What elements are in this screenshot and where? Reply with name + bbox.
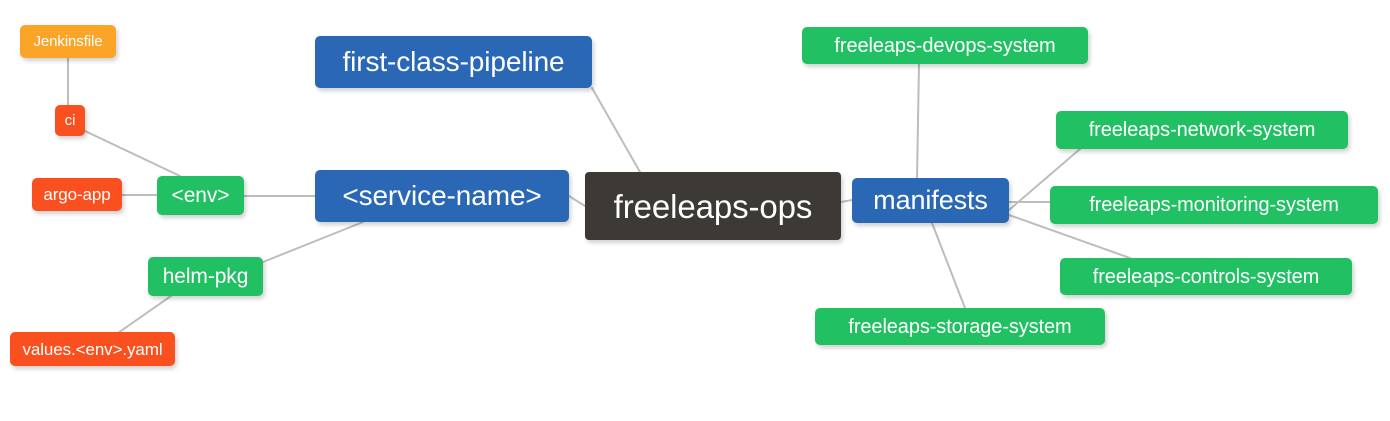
edge-service-name-to-helm-pkg <box>262 221 364 263</box>
node-helm-pkg[interactable]: helm-pkg <box>148 257 263 296</box>
node-values-env-yaml[interactable]: values.<env>.yaml <box>10 332 175 366</box>
edge-helm-pkg-to-values-env-yaml <box>117 295 172 334</box>
edge-manifests-to-freeleaps-devops-system <box>916 63 920 179</box>
node-freeleaps-ops[interactable]: freeleaps-ops <box>585 172 841 240</box>
edge-manifests-to-freeleaps-storage-system <box>931 222 966 309</box>
node-Jenkinsfile[interactable]: Jenkinsfile <box>20 25 116 58</box>
node-freeleaps-controls-system[interactable]: freeleaps-controls-system <box>1060 258 1352 295</box>
node-manifests[interactable]: manifests <box>852 178 1009 223</box>
node-freeleaps-monitoring-system[interactable]: freeleaps-monitoring-system <box>1050 186 1378 224</box>
edge-freeleaps-ops-to-service-name <box>568 195 586 207</box>
node-freeleaps-devops-system[interactable]: freeleaps-devops-system <box>802 27 1088 64</box>
node-freeleaps-network-system[interactable]: freeleaps-network-system <box>1056 111 1348 149</box>
node-service-name[interactable]: <service-name> <box>315 170 569 222</box>
node-env[interactable]: <env> <box>157 176 244 215</box>
node-ci[interactable]: ci <box>55 105 85 136</box>
node-first-class-pipeline[interactable]: first-class-pipeline <box>315 36 592 88</box>
node-argo-app[interactable]: argo-app <box>32 178 122 211</box>
edge-freeleaps-ops-to-manifests <box>840 199 853 203</box>
edge-freeleaps-ops-to-first-class-pipeline <box>591 87 641 173</box>
edge-env-to-ci <box>84 130 181 177</box>
node-freeleaps-storage-system[interactable]: freeleaps-storage-system <box>815 308 1105 345</box>
